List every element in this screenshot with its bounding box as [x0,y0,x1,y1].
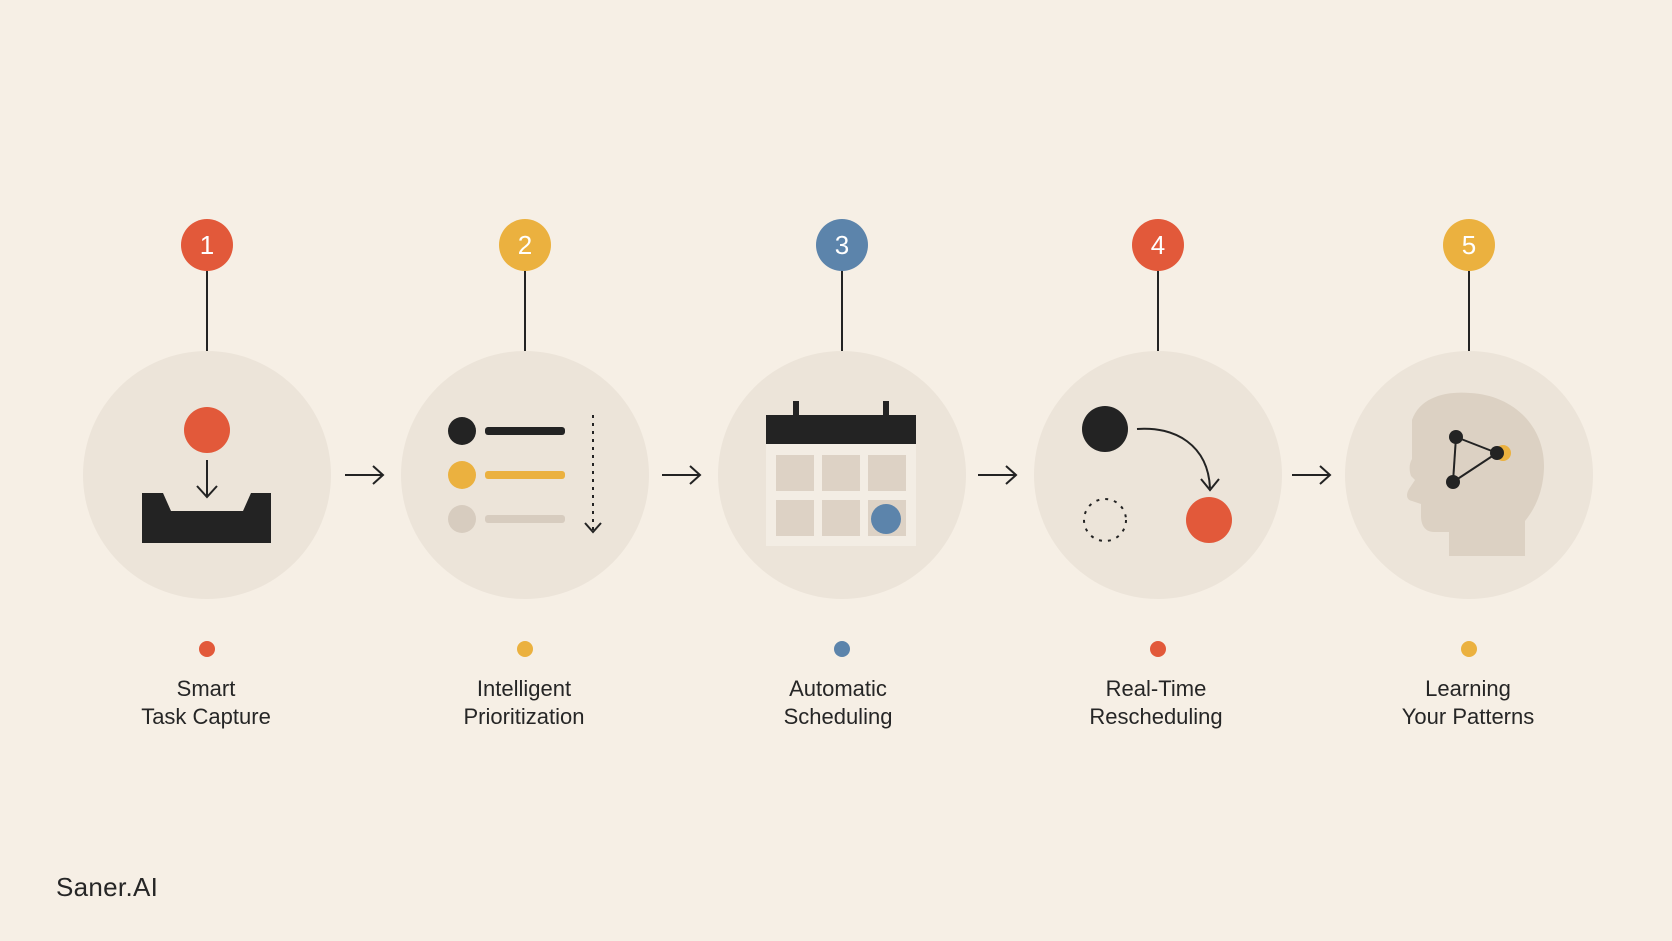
step-5-number-badge [1443,219,1495,271]
step-1-number-badge [181,219,233,271]
brain-network-icon [1407,392,1545,556]
step-3-number: 3 [835,230,849,260]
step-2-title-line1: Intelligent [476,676,572,701]
step-5: 5 [1345,219,1593,657]
step-3-title: Automatic Scheduling [708,675,968,731]
flow-arrow-1 [345,465,385,485]
step-1: 1 [83,219,331,657]
step-5-title-line1: Learning [1425,676,1511,701]
step-4-number-badge [1132,219,1184,271]
step-3-dot [834,641,850,657]
step-4-title: Real-Time Rescheduling [1026,675,1286,731]
flow-arrow-3 [978,465,1018,485]
flow-arrow-2 [662,465,702,485]
step-1-title-line1: Smart [176,676,236,701]
step-4-icon-circle [1034,351,1282,599]
step-2-title-line2: Prioritization [463,704,585,729]
step-5-title-line2: Your Patterns [1401,704,1535,729]
calendar-icon [766,401,916,546]
step-1-number: 1 [200,230,214,260]
priority-list-icon [448,415,602,534]
step-2-number: 2 [518,230,532,260]
step-3-title-line2: Scheduling [783,704,893,729]
step-2-dot [517,641,533,657]
step-1-title: Smart Task Capture [76,675,336,731]
step-2-title: Intelligent Prioritization [394,675,654,731]
step-4-dot [1150,641,1166,657]
step-4-title-line2: Rescheduling [1089,704,1223,729]
brand-logo-text: Saner.AI [56,872,159,902]
step-5-number: 5 [1462,230,1476,260]
flow-arrow-4 [1292,465,1332,485]
step-3-number-badge [816,219,868,271]
step-4-number: 4 [1151,230,1165,260]
reschedule-move-icon [1082,406,1232,543]
step-1-title-line2: Task Capture [141,704,271,729]
step-5-dot [1461,641,1477,657]
inbox-drop-icon [142,407,271,543]
step-5-title: Learning Your Patterns [1338,675,1598,731]
step-2: 2 [401,219,649,657]
step-3-title-line1: Automatic [789,676,887,701]
step-4-title-line1: Real-Time [1105,676,1207,701]
step-1-dot [199,641,215,657]
step-4: 4 [1034,219,1282,657]
step-3: 3 [718,219,966,657]
step-2-number-badge [499,219,551,271]
